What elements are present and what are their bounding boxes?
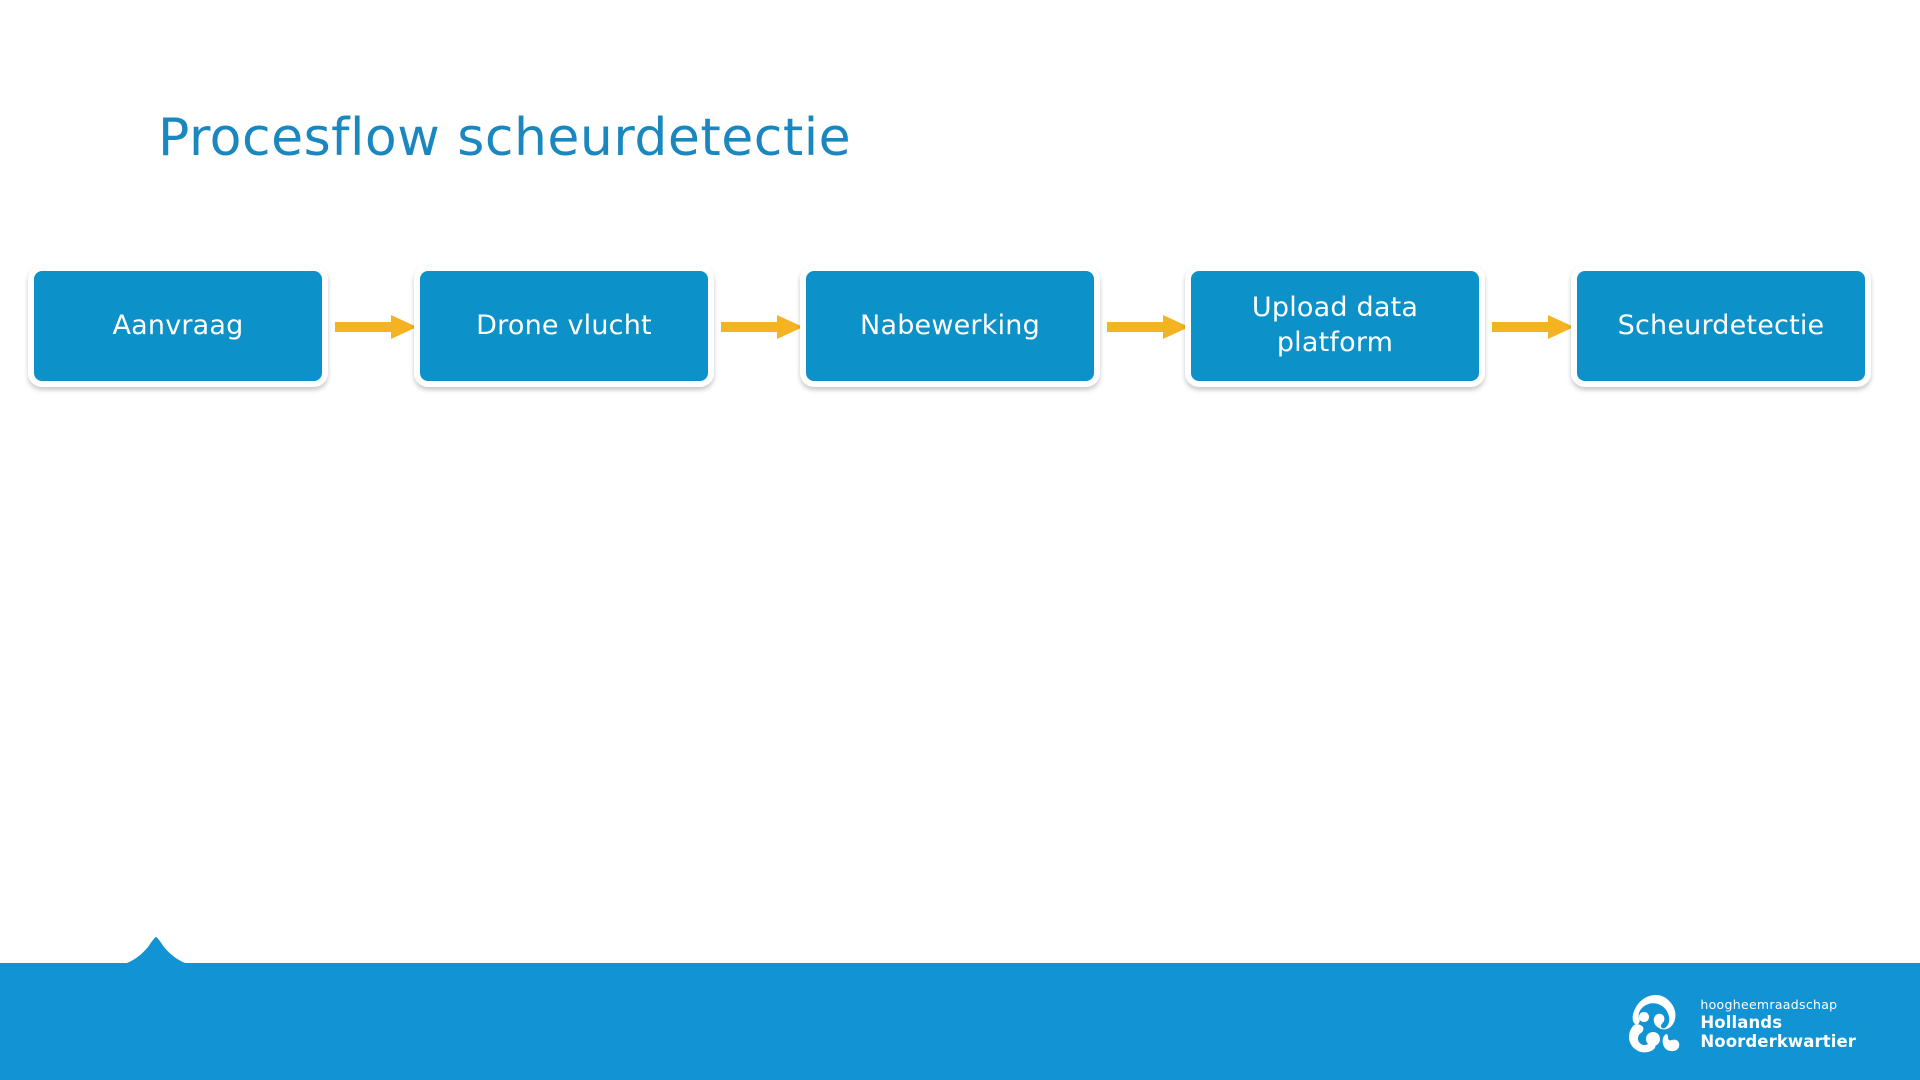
footer-bar: hoogheemraadschap Hollands Noorderkwarti… (0, 963, 1920, 1080)
flow-node-aanvraag[interactable]: Aanvraag (28, 265, 328, 387)
logo-wordmark: hoogheemraadschap Hollands Noorderkwarti… (1700, 997, 1856, 1052)
flow-node-label: Upload data platform (1251, 292, 1419, 358)
flow-node-upload-data-platform[interactable]: Upload data platform (1185, 265, 1485, 387)
flow-node-scheurdetectie[interactable]: Scheurdetectie (1571, 265, 1871, 387)
flow-node-label: Nabewerking (860, 309, 1040, 341)
arrow-right-icon (721, 313, 803, 341)
logo-line-hollands: Hollands (1700, 1012, 1783, 1032)
flow-node-drone-vlucht[interactable]: Drone vlucht (414, 265, 714, 387)
flow-node-label: Drone vlucht (476, 309, 652, 341)
arrow-right-icon (1107, 313, 1189, 341)
page-title: Procesflow scheurdetectie (158, 108, 852, 168)
arrow-right-icon (1492, 313, 1574, 341)
logo-line-hoogheemraadschap: hoogheemraadschap (1700, 997, 1838, 1013)
logo-line-noorderkwartier: Noorderkwartier (1700, 1032, 1856, 1052)
flow-node-label: Aanvraag (112, 309, 244, 341)
flow-node-nabewerking[interactable]: Nabewerking (800, 265, 1100, 387)
arrow-right-icon (335, 313, 417, 341)
organization-logo: hoogheemraadschap Hollands Noorderkwarti… (1620, 992, 1856, 1058)
process-flow-diagram: Aanvraag Drone vlucht Nabewerking Upload… (0, 255, 1920, 400)
footer-peak-accent (108, 937, 204, 967)
lion-emblem-icon (1620, 992, 1686, 1058)
flow-node-label: Scheurdetectie (1617, 309, 1825, 341)
